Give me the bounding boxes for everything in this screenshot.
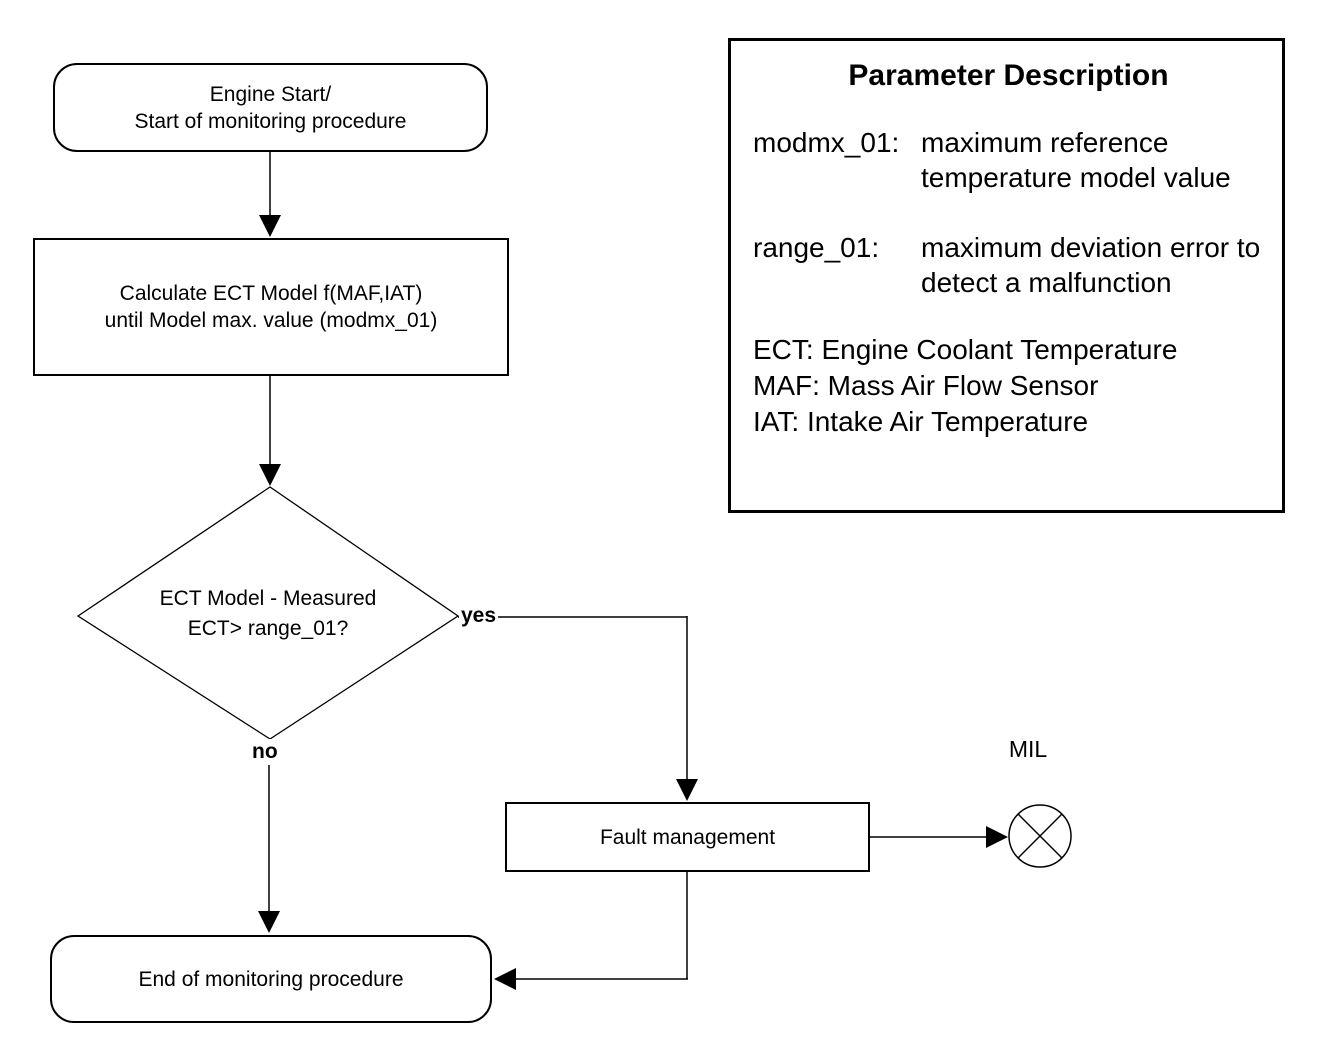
arrowhead-into-end-right [494, 968, 516, 990]
decision-node-line2: ECT> range_01? [187, 617, 349, 640]
param-row-modmx: modmx_01: maximum reference temperature … [753, 125, 1264, 195]
yes-branch-label: yes [459, 603, 499, 629]
arrowhead-into-end-top [258, 911, 280, 933]
end-node: End of monitoring procedure [50, 935, 492, 1023]
acronym-iat-text: Intake Air Temperature [806, 406, 1089, 437]
decision-node: ECT Model - Measured ECT> range_01? [108, 585, 428, 643]
end-node-label: End of monitoring procedure [138, 967, 404, 991]
parameter-description-box: Parameter Description modmx_01: maximum … [728, 38, 1285, 513]
acronym-list: ECT: Engine Coolant Temperature MAF: Mas… [753, 332, 1264, 440]
start-node-line2: Start of monitoring procedure [134, 109, 407, 133]
arrowhead-into-decision [259, 464, 281, 486]
circle-x-lamp-icon [1008, 804, 1072, 868]
start-node: Engine Start/ Start of monitoring proced… [53, 63, 488, 152]
acronym-ect-label: ECT: [753, 334, 814, 365]
acronym-ect: ECT: Engine Coolant Temperature [753, 332, 1264, 368]
arrowhead-into-mil [986, 826, 1008, 848]
mil-label: MIL [1008, 736, 1048, 762]
acronym-maf: MAF: Mass Air Flow Sensor [753, 368, 1264, 404]
param-row-range: range_01: maximum deviation error to det… [753, 230, 1264, 300]
calculate-node-line2: until Model max. value (modmx_01) [104, 309, 438, 332]
calculate-node-line1: Calculate ECT Model f(MAF,IAT) [119, 282, 423, 305]
acronym-iat: IAT: Intake Air Temperature [753, 404, 1264, 440]
arrowhead-into-calculate [259, 215, 281, 237]
decision-node-line1: ECT Model - Measured [159, 587, 377, 610]
acronym-iat-label: IAT: [753, 406, 800, 437]
fault-management-label: Fault management [599, 825, 776, 849]
calculate-node: Calculate ECT Model f(MAF,IAT) until Mod… [33, 238, 509, 376]
fault-management-node: Fault management [505, 802, 870, 872]
acronym-maf-text: Mass Air Flow Sensor [827, 370, 1099, 401]
acronym-maf-label: MAF: [753, 370, 820, 401]
decision-diamond-shape [76, 486, 460, 740]
param-name-modmx: modmx_01: [753, 127, 900, 158]
parameter-description-title: Parameter Description [848, 59, 1169, 92]
arrowhead-into-fault [676, 779, 698, 801]
acronym-ect-text: Engine Coolant Temperature [821, 334, 1178, 365]
param-desc-modmx: maximum reference temperature model valu… [921, 127, 1231, 193]
no-branch-label: no [250, 739, 280, 765]
param-name-range: range_01: [753, 232, 880, 263]
param-desc-range: maximum deviation error to detect a malf… [921, 232, 1261, 298]
start-node-line1: Engine Start/ [209, 82, 332, 106]
